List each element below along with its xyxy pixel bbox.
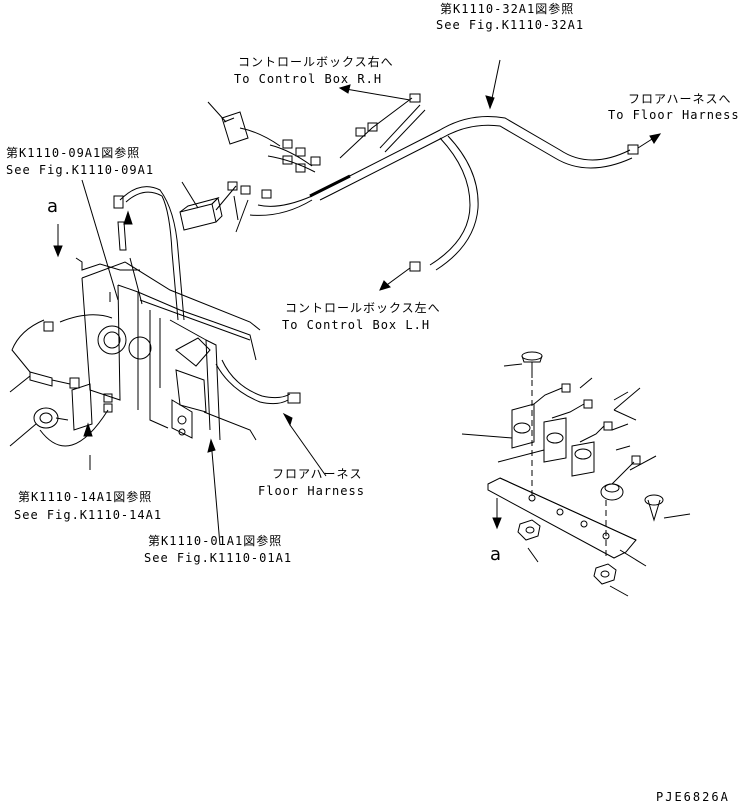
switch	[571, 441, 595, 477]
dest-floor-harness-en: Floor Harness	[258, 484, 365, 498]
connector	[43, 321, 54, 332]
nut	[517, 519, 541, 541]
ref-k1110-01a1-en: See Fig.K1110-01A1	[144, 551, 293, 565]
connector	[103, 403, 113, 413]
connector	[69, 377, 80, 389]
connector	[295, 163, 306, 173]
connector	[287, 392, 301, 404]
sensor	[117, 221, 127, 251]
connector	[367, 122, 378, 132]
marker-a-bottom-label: a	[490, 544, 502, 565]
harness-connectors	[227, 93, 639, 272]
ref-k1110-09a1-en: See Fig.K1110-09A1	[6, 163, 155, 177]
connector	[409, 93, 421, 103]
ref-k1110-09a1-jp: 第K1110-09A1図参照	[6, 146, 141, 160]
ref-k1110-32a1-jp: 第K1110-32A1図参照	[440, 2, 575, 16]
dest-floor-harness-to-jp: フロアハーネスへ	[628, 92, 732, 106]
marker-a-bottom	[492, 498, 502, 530]
connector	[261, 189, 272, 199]
switch-assembly	[461, 351, 691, 597]
connector	[295, 147, 306, 157]
marker-a-top	[53, 224, 63, 258]
dest-floor-harness-to-en: To Floor Harness	[608, 108, 740, 122]
destination-arrows	[83, 59, 662, 453]
connector	[113, 195, 124, 209]
marker-a-top-label: a	[47, 196, 59, 217]
left-components	[9, 314, 113, 447]
key-switch	[33, 407, 59, 429]
connector	[355, 127, 366, 137]
mounting-panel	[75, 257, 261, 441]
connector	[627, 144, 639, 155]
dest-control-box-lh-jp: コントロールボックス左へ	[285, 301, 441, 315]
panel-harness	[113, 186, 301, 405]
relay-boxes	[179, 111, 281, 231]
ref-k1110-14a1-jp: 第K1110-14A1図参照	[18, 490, 153, 504]
ref-k1110-01a1-jp: 第K1110-01A1図参照	[148, 534, 283, 548]
connector	[240, 185, 251, 195]
dest-floor-harness-jp: フロアハーネス	[272, 467, 363, 481]
nut	[593, 563, 617, 585]
ref-k1110-32a1-en: See Fig.K1110-32A1	[436, 18, 585, 32]
main-harness	[249, 97, 633, 271]
switch	[543, 417, 567, 463]
connector	[409, 261, 421, 272]
switch	[511, 403, 535, 449]
connector	[282, 139, 293, 149]
mounting-plate	[487, 477, 637, 559]
leader-lines	[81, 101, 327, 546]
drawing-code: PJE6826A	[656, 790, 730, 803]
dest-control-box-lh-en: To Control Box L.H	[282, 318, 431, 332]
ref-k1110-14a1-en: See Fig.K1110-14A1	[14, 508, 163, 522]
connector	[282, 155, 293, 165]
pressure-sensor	[29, 371, 53, 387]
connector	[103, 393, 113, 403]
switch-box	[71, 383, 93, 431]
connector	[310, 156, 321, 166]
dest-control-box-rh-jp: コントロールボックス右へ	[238, 55, 394, 69]
dest-control-box-rh-en: To Control Box R.H	[234, 72, 383, 86]
